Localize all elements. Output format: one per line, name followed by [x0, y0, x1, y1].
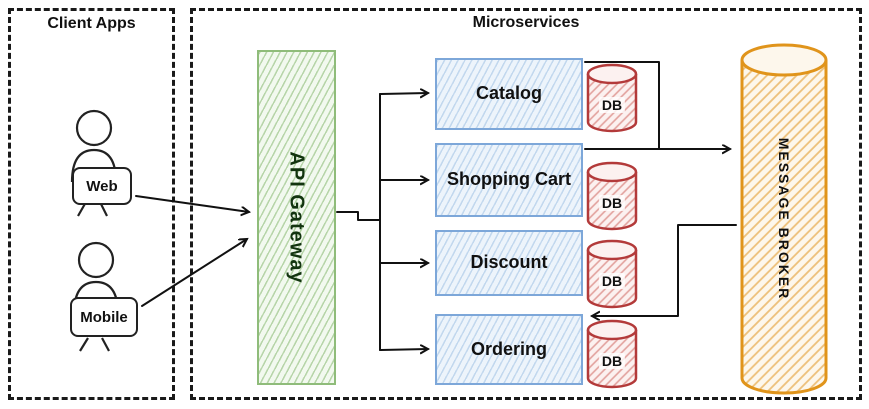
database-cylinder-icon [586, 161, 638, 231]
shopping-cart-db-label: DB [598, 194, 626, 211]
microservices-title: Microservices [472, 14, 580, 31]
discount-db-label: DB [598, 272, 626, 289]
api-gateway-label: API Gateway [286, 151, 309, 284]
mobile-client-label: Mobile [80, 308, 128, 326]
service-catalog: Catalog [435, 58, 583, 130]
service-shopping-cart: Shopping Cart [435, 143, 583, 217]
discount-db-node: DB [584, 238, 640, 312]
shopping-cart-db-node: DB [584, 160, 640, 234]
ordering-db-node: DB [584, 318, 640, 392]
message-broker-label: MESSAGE BROKER [776, 137, 792, 301]
web-client-node: Web [72, 167, 132, 205]
service-ordering: Ordering [435, 314, 583, 385]
catalog-db-label: DB [598, 96, 626, 113]
service-discount: Discount [435, 230, 583, 296]
broker-cylinder-icon [740, 43, 828, 395]
api-gateway-node: API Gateway [257, 50, 336, 385]
client-apps-title: Client Apps [47, 15, 136, 32]
ordering-db-label: DB [598, 352, 626, 369]
catalog-db-node: DB [584, 62, 640, 136]
web-user-icon [70, 109, 118, 217]
mobile-client-node: Mobile [70, 297, 138, 337]
web-client-label: Web [86, 177, 118, 195]
message-broker-node: MESSAGE BROKER [738, 40, 830, 398]
